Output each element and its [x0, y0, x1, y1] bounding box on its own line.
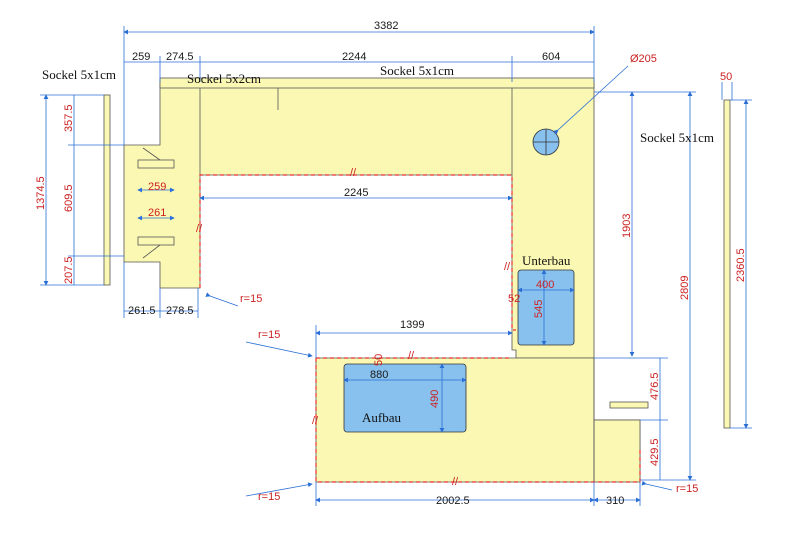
dim-476-5: 476.5	[649, 372, 661, 400]
dim-429-5: 429.5	[649, 438, 661, 466]
dim-261-5: 261.5	[128, 305, 156, 317]
dim-50-far: 50	[720, 71, 732, 83]
slot	[137, 159, 175, 169]
dim-490: 490	[429, 390, 441, 408]
sockel-top-strip	[159, 77, 595, 89]
dim-2360-5: 2360.5	[735, 248, 747, 282]
cut-line-upper	[199, 174, 516, 331]
dim-1399: 1399	[400, 319, 424, 331]
hash-mark: //	[504, 261, 511, 273]
leader-r15	[205, 292, 239, 307]
slot-line	[142, 244, 161, 259]
slot-line	[142, 147, 161, 161]
hash-mark: //	[196, 223, 203, 235]
dim-880: 880	[370, 369, 388, 381]
leader-diameter	[553, 65, 629, 135]
dim-50-aufbau: 50	[373, 354, 385, 366]
sockel-right-strip	[723, 99, 731, 429]
label-sockel-left: Sockel 5x1cm	[42, 67, 116, 82]
dim-1374-5: 1374.5	[35, 176, 47, 210]
dim-r15-d: r=15	[676, 483, 698, 495]
label-sockel-top-left: Sockel 5x2cm	[187, 71, 261, 86]
leader-r15	[245, 341, 313, 358]
dim-r15-c: r=15	[258, 491, 280, 503]
slot	[137, 236, 175, 246]
hash-mark: //	[408, 350, 415, 362]
dim-r15-b: r=15	[258, 329, 280, 341]
dim-274-5: 274.5	[166, 51, 194, 63]
hash-mark: //	[452, 476, 459, 488]
dim-total-width: 3382	[374, 20, 398, 32]
leader-r15	[245, 482, 313, 497]
dim-2809: 2809	[679, 276, 691, 300]
label-sockel-top: Sockel 5x1cm	[380, 63, 454, 78]
dim-diameter: Ø205	[630, 53, 657, 65]
dim-2244: 2244	[342, 51, 366, 63]
dim-604: 604	[542, 51, 560, 63]
dim-inner-261: 261	[148, 207, 166, 219]
dim-357-5: 357.5	[63, 104, 75, 132]
dim-52: 52	[508, 293, 520, 305]
dim-2002-5: 2002.5	[436, 495, 470, 507]
hash-mark: //	[312, 415, 319, 427]
dim-400: 400	[536, 279, 554, 291]
dim-2245: 2245	[344, 187, 368, 199]
label-unterbau: Unterbau	[522, 253, 571, 268]
dim-r15-a: r=15	[240, 293, 262, 305]
dim-259: 259	[132, 51, 150, 63]
dim-278-5: 278.5	[166, 305, 194, 317]
hash-mark: //	[350, 167, 357, 179]
dim-310: 310	[606, 495, 624, 507]
leader-r15	[641, 480, 673, 491]
dim-inner-259: 259	[148, 181, 166, 193]
label-aufbau: Aufbau	[362, 410, 401, 425]
label-sockel-right: Sockel 5x1cm	[640, 130, 714, 145]
dim-545: 545	[533, 300, 545, 318]
right-extension	[593, 419, 641, 483]
dim-1903: 1903	[621, 214, 633, 238]
dim-609-5: 609.5	[63, 184, 75, 212]
sockel-small-strip	[609, 401, 649, 409]
dim-207-5: 207.5	[63, 256, 75, 284]
sockel-left-strip	[103, 94, 111, 286]
